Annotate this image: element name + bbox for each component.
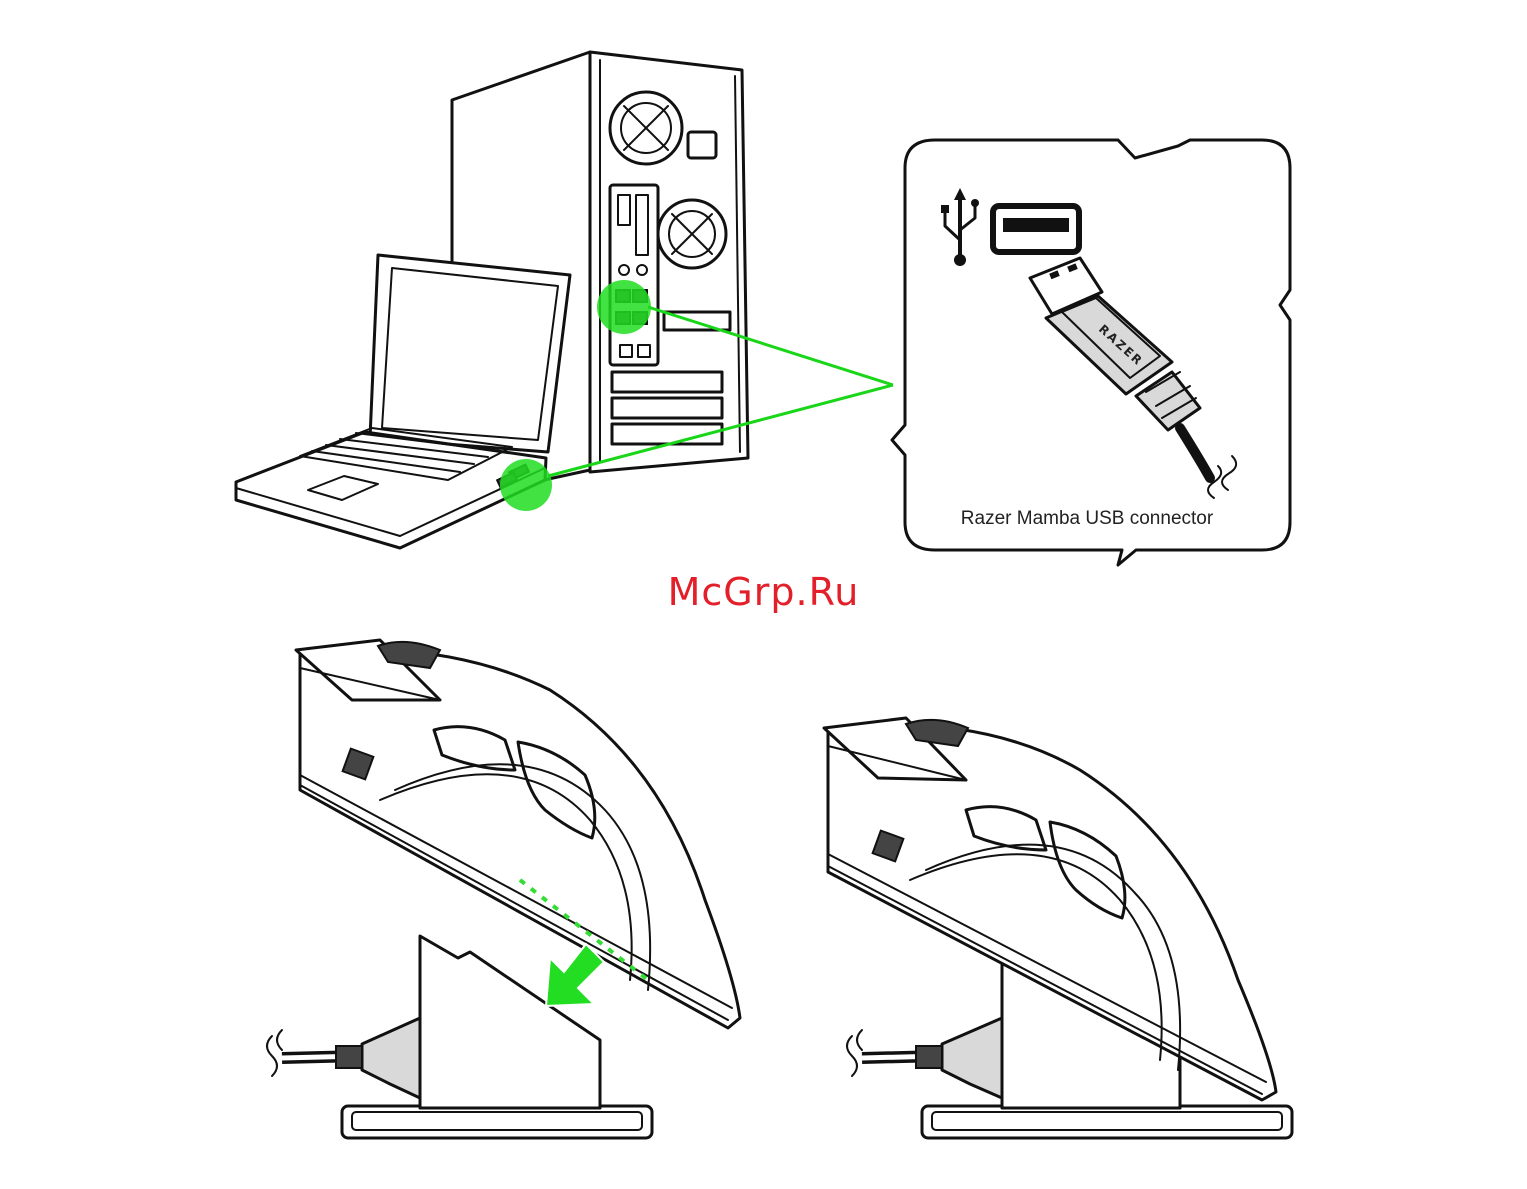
watermark-text: McGrp.Ru [0, 570, 1527, 614]
usb-port-icon [993, 206, 1079, 252]
usb-callout: RAZER Razer Mamba USB connector [892, 140, 1290, 565]
laptop [236, 255, 570, 548]
connector-label: Razer Mamba USB connector [961, 508, 1214, 529]
mouse-docked [824, 718, 1292, 1138]
arrow-down-left-icon [546, 944, 604, 1006]
tower-usb-highlight [597, 280, 651, 334]
mouse-inserting [267, 640, 740, 1138]
laptop-usb-highlight [500, 459, 552, 511]
